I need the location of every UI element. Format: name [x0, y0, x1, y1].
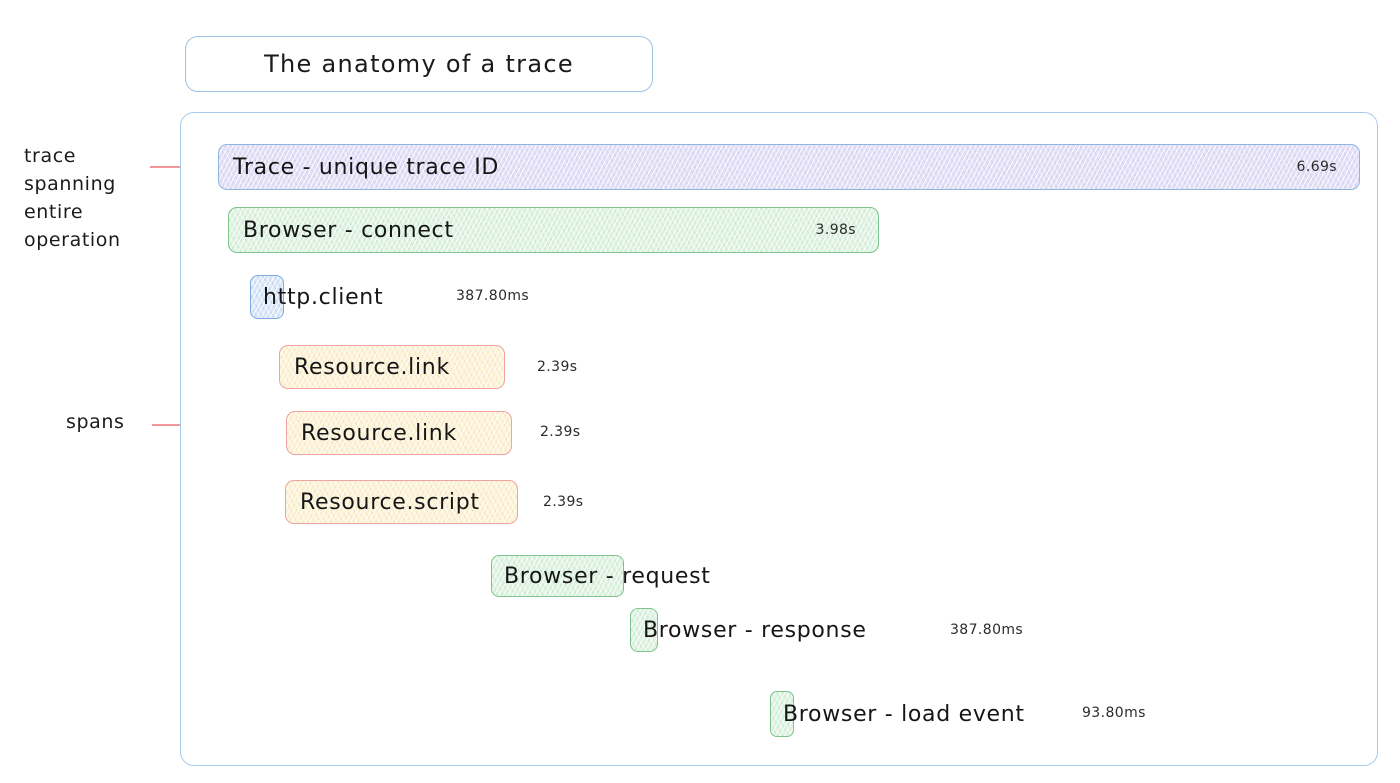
span-bar-resource-link-2[interactable]: Resource.link [286, 411, 512, 455]
span-duration-browser-response: 387.80ms [950, 622, 1024, 638]
span-bar-browser-connect[interactable]: Browser - connect 3.98s [228, 207, 879, 253]
span-bar-browser-load-event[interactable]: Browser - load event [770, 691, 1024, 737]
span-label-browser-load-event: Browser - load event [783, 701, 1025, 727]
annotation-label-spans: spans [66, 411, 125, 433]
span-duration-http-client: 387.80ms [456, 288, 530, 304]
leader-line-trace [150, 166, 208, 168]
span-duration-browser-connect: 3.98s [815, 222, 856, 238]
annotation-label-trace: trace spanning entire operation [24, 145, 121, 251]
span-bar-resource-link-1[interactable]: Resource.link [279, 345, 505, 389]
span-bar-http-client[interactable]: http.client [250, 275, 383, 319]
span-duration-resource-link-1: 2.39s [537, 359, 578, 375]
span-duration-resource-link-2: 2.39s [540, 424, 581, 440]
diagram-title-box: The anatomy of a trace [185, 36, 653, 92]
span-label-browser-request: Browser - request [504, 563, 711, 589]
span-bar-browser-request[interactable]: Browser - request [491, 555, 710, 597]
span-bar-resource-script[interactable]: Resource.script [285, 480, 518, 524]
span-label-browser-connect: Browser - connect [243, 217, 454, 243]
span-bar-trace[interactable]: Trace - unique trace ID 6.69s [218, 144, 1360, 190]
span-label-browser-response: Browser - response [643, 617, 867, 643]
span-duration-trace: 6.69s [1296, 159, 1337, 175]
page-title: The anatomy of a trace [264, 50, 574, 78]
span-duration-browser-load-event: 93.80ms [1082, 705, 1146, 721]
span-label-resource-script: Resource.script [300, 489, 480, 515]
span-label-resource-link-2: Resource.link [301, 420, 457, 446]
span-duration-resource-script: 2.39s [543, 494, 584, 510]
span-label-resource-link-1: Resource.link [294, 354, 450, 380]
span-bar-browser-response[interactable]: Browser - response [630, 608, 866, 652]
span-label-http-client: http.client [263, 284, 384, 310]
span-label-trace: Trace - unique trace ID [233, 154, 500, 180]
